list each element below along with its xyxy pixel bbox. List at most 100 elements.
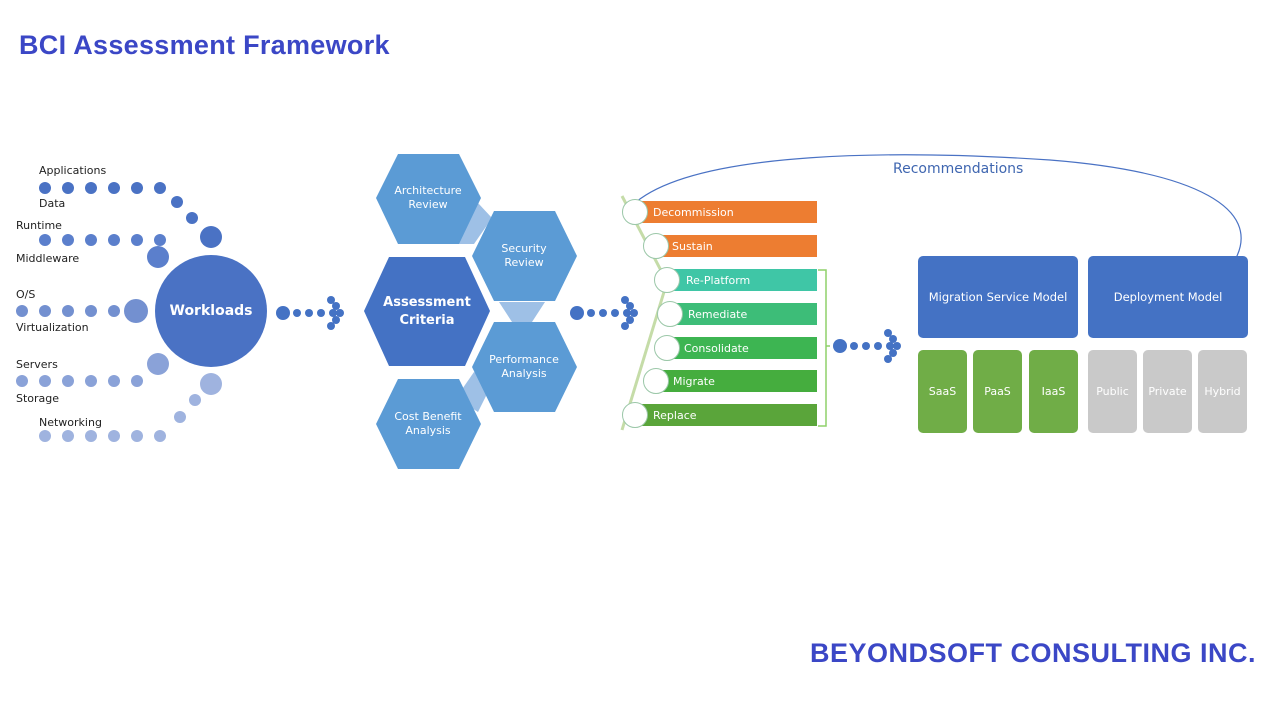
input-label-os: O/S: [16, 288, 36, 301]
arrow-strategies-to-recommendations: [889, 335, 897, 343]
input-dot: [131, 375, 143, 387]
strategy-ring: [654, 267, 680, 293]
input-dot: [154, 234, 166, 246]
input-dot: [62, 375, 74, 387]
input-dot: [108, 430, 120, 442]
arrow-assessment-to-strategies: [623, 309, 631, 317]
arrow-strategies-to-recommendations: [886, 342, 894, 350]
input-dot: [39, 430, 51, 442]
path-dot: [174, 411, 186, 423]
arrow-assessment-to-strategies: [570, 306, 584, 320]
arrow-assessment-to-strategies: [626, 316, 634, 324]
deployment-model: Deployment Model: [1088, 256, 1248, 338]
strategy-re-platform: Re-Platform: [668, 269, 817, 291]
connector-dot: [124, 299, 148, 323]
strategy-ring: [622, 402, 648, 428]
arrow-strategies-to-recommendations: [884, 329, 892, 337]
migration-service-model: Migration Service Model: [918, 256, 1078, 338]
connector-security-performance: [499, 302, 545, 322]
arrow-assessment-to-strategies: [587, 309, 595, 317]
input-label-storage: Storage: [16, 392, 60, 405]
input-dot: [39, 234, 51, 246]
path-dot: [186, 212, 198, 224]
input-dot: [108, 234, 120, 246]
input-dot: [131, 430, 143, 442]
input-label-networking: Networking: [39, 416, 102, 429]
strategy-remediate: Remediate: [670, 303, 817, 325]
input-dot: [39, 182, 51, 194]
strategy-migrate: Migrate: [657, 370, 817, 392]
workloads-circle: Workloads: [155, 255, 267, 367]
strategy-bracket: [818, 269, 830, 427]
input-dot: [39, 375, 51, 387]
option-hybrid: Hybrid: [1198, 350, 1247, 433]
strategy-ring: [657, 301, 683, 327]
strategy-replace: Replace: [636, 404, 817, 426]
input-dot: [85, 234, 97, 246]
input-dot: [85, 430, 97, 442]
arrow-workloads-to-assessment: [317, 309, 325, 317]
arrow-strategies-to-recommendations: [884, 355, 892, 363]
strategy-decommission: Decommission: [636, 201, 817, 223]
input-dot: [108, 182, 120, 194]
arrow-assessment-to-strategies: [599, 309, 607, 317]
arrow-assessment-to-strategies: [611, 309, 619, 317]
input-dot: [108, 305, 120, 317]
input-dot: [131, 234, 143, 246]
input-label-servers: Servers: [16, 358, 58, 371]
arrow-strategies-to-recommendations: [862, 342, 870, 350]
hexagon-assessment-criteria: [364, 257, 490, 366]
arrow-workloads-to-assessment: [327, 296, 335, 304]
path-dot: [171, 196, 183, 208]
input-label-runtime: Runtime: [16, 219, 62, 232]
hexagon-architecture-review: [376, 154, 481, 244]
input-dot: [85, 305, 97, 317]
strategy-sustain: Sustain: [657, 235, 817, 257]
strategy-ring: [643, 368, 669, 394]
option-iaas: IaaS: [1029, 350, 1078, 433]
path-dot: [189, 394, 201, 406]
input-dot: [85, 182, 97, 194]
hexagon-performance-analysis: [472, 322, 577, 412]
input-label-applications: Applications: [39, 164, 107, 177]
company-name: BEYONDSOFT CONSULTING INC.: [809, 638, 1256, 668]
strategy-consolidate: Consolidate: [668, 337, 817, 359]
connector-dot: [200, 226, 222, 248]
arrow-strategies-to-recommendations: [889, 349, 897, 357]
input-dot: [131, 182, 143, 194]
strategy-ring: [654, 335, 680, 361]
option-saas: SaaS: [918, 350, 967, 433]
hexagon-cost-benefit: [376, 379, 481, 469]
input-dot: [39, 305, 51, 317]
arrow-assessment-to-strategies: [621, 322, 629, 330]
arrow-assessment-to-strategies: [621, 296, 629, 304]
arrow-assessment-to-strategies: [630, 309, 638, 317]
option-public: Public: [1088, 350, 1137, 433]
arrow-workloads-to-assessment: [336, 309, 344, 317]
arrow-workloads-to-assessment: [327, 322, 335, 330]
option-private: Private: [1143, 350, 1192, 433]
arrow-strategies-to-recommendations: [833, 339, 847, 353]
strategy-ring: [622, 199, 648, 225]
arrow-workloads-to-assessment: [332, 302, 340, 310]
input-dot: [62, 430, 74, 442]
connector-arch-security: [456, 203, 492, 244]
connector-dot: [147, 353, 169, 375]
hexagon-security-review: [472, 211, 577, 301]
page-title: BCI Assessment Framework: [19, 30, 390, 60]
arrow-workloads-to-assessment: [332, 316, 340, 324]
recommendations-arc: [635, 154, 1242, 259]
connector-dot: [200, 373, 222, 395]
arrow-assessment-to-strategies: [626, 302, 634, 310]
input-label-data: Data: [39, 197, 66, 210]
input-dot: [62, 305, 74, 317]
input-dot: [16, 305, 28, 317]
input-dot: [62, 234, 74, 246]
arrow-workloads-to-assessment: [305, 309, 313, 317]
input-label-virtualization: Virtualization: [16, 321, 89, 334]
arrow-workloads-to-assessment: [329, 309, 337, 317]
